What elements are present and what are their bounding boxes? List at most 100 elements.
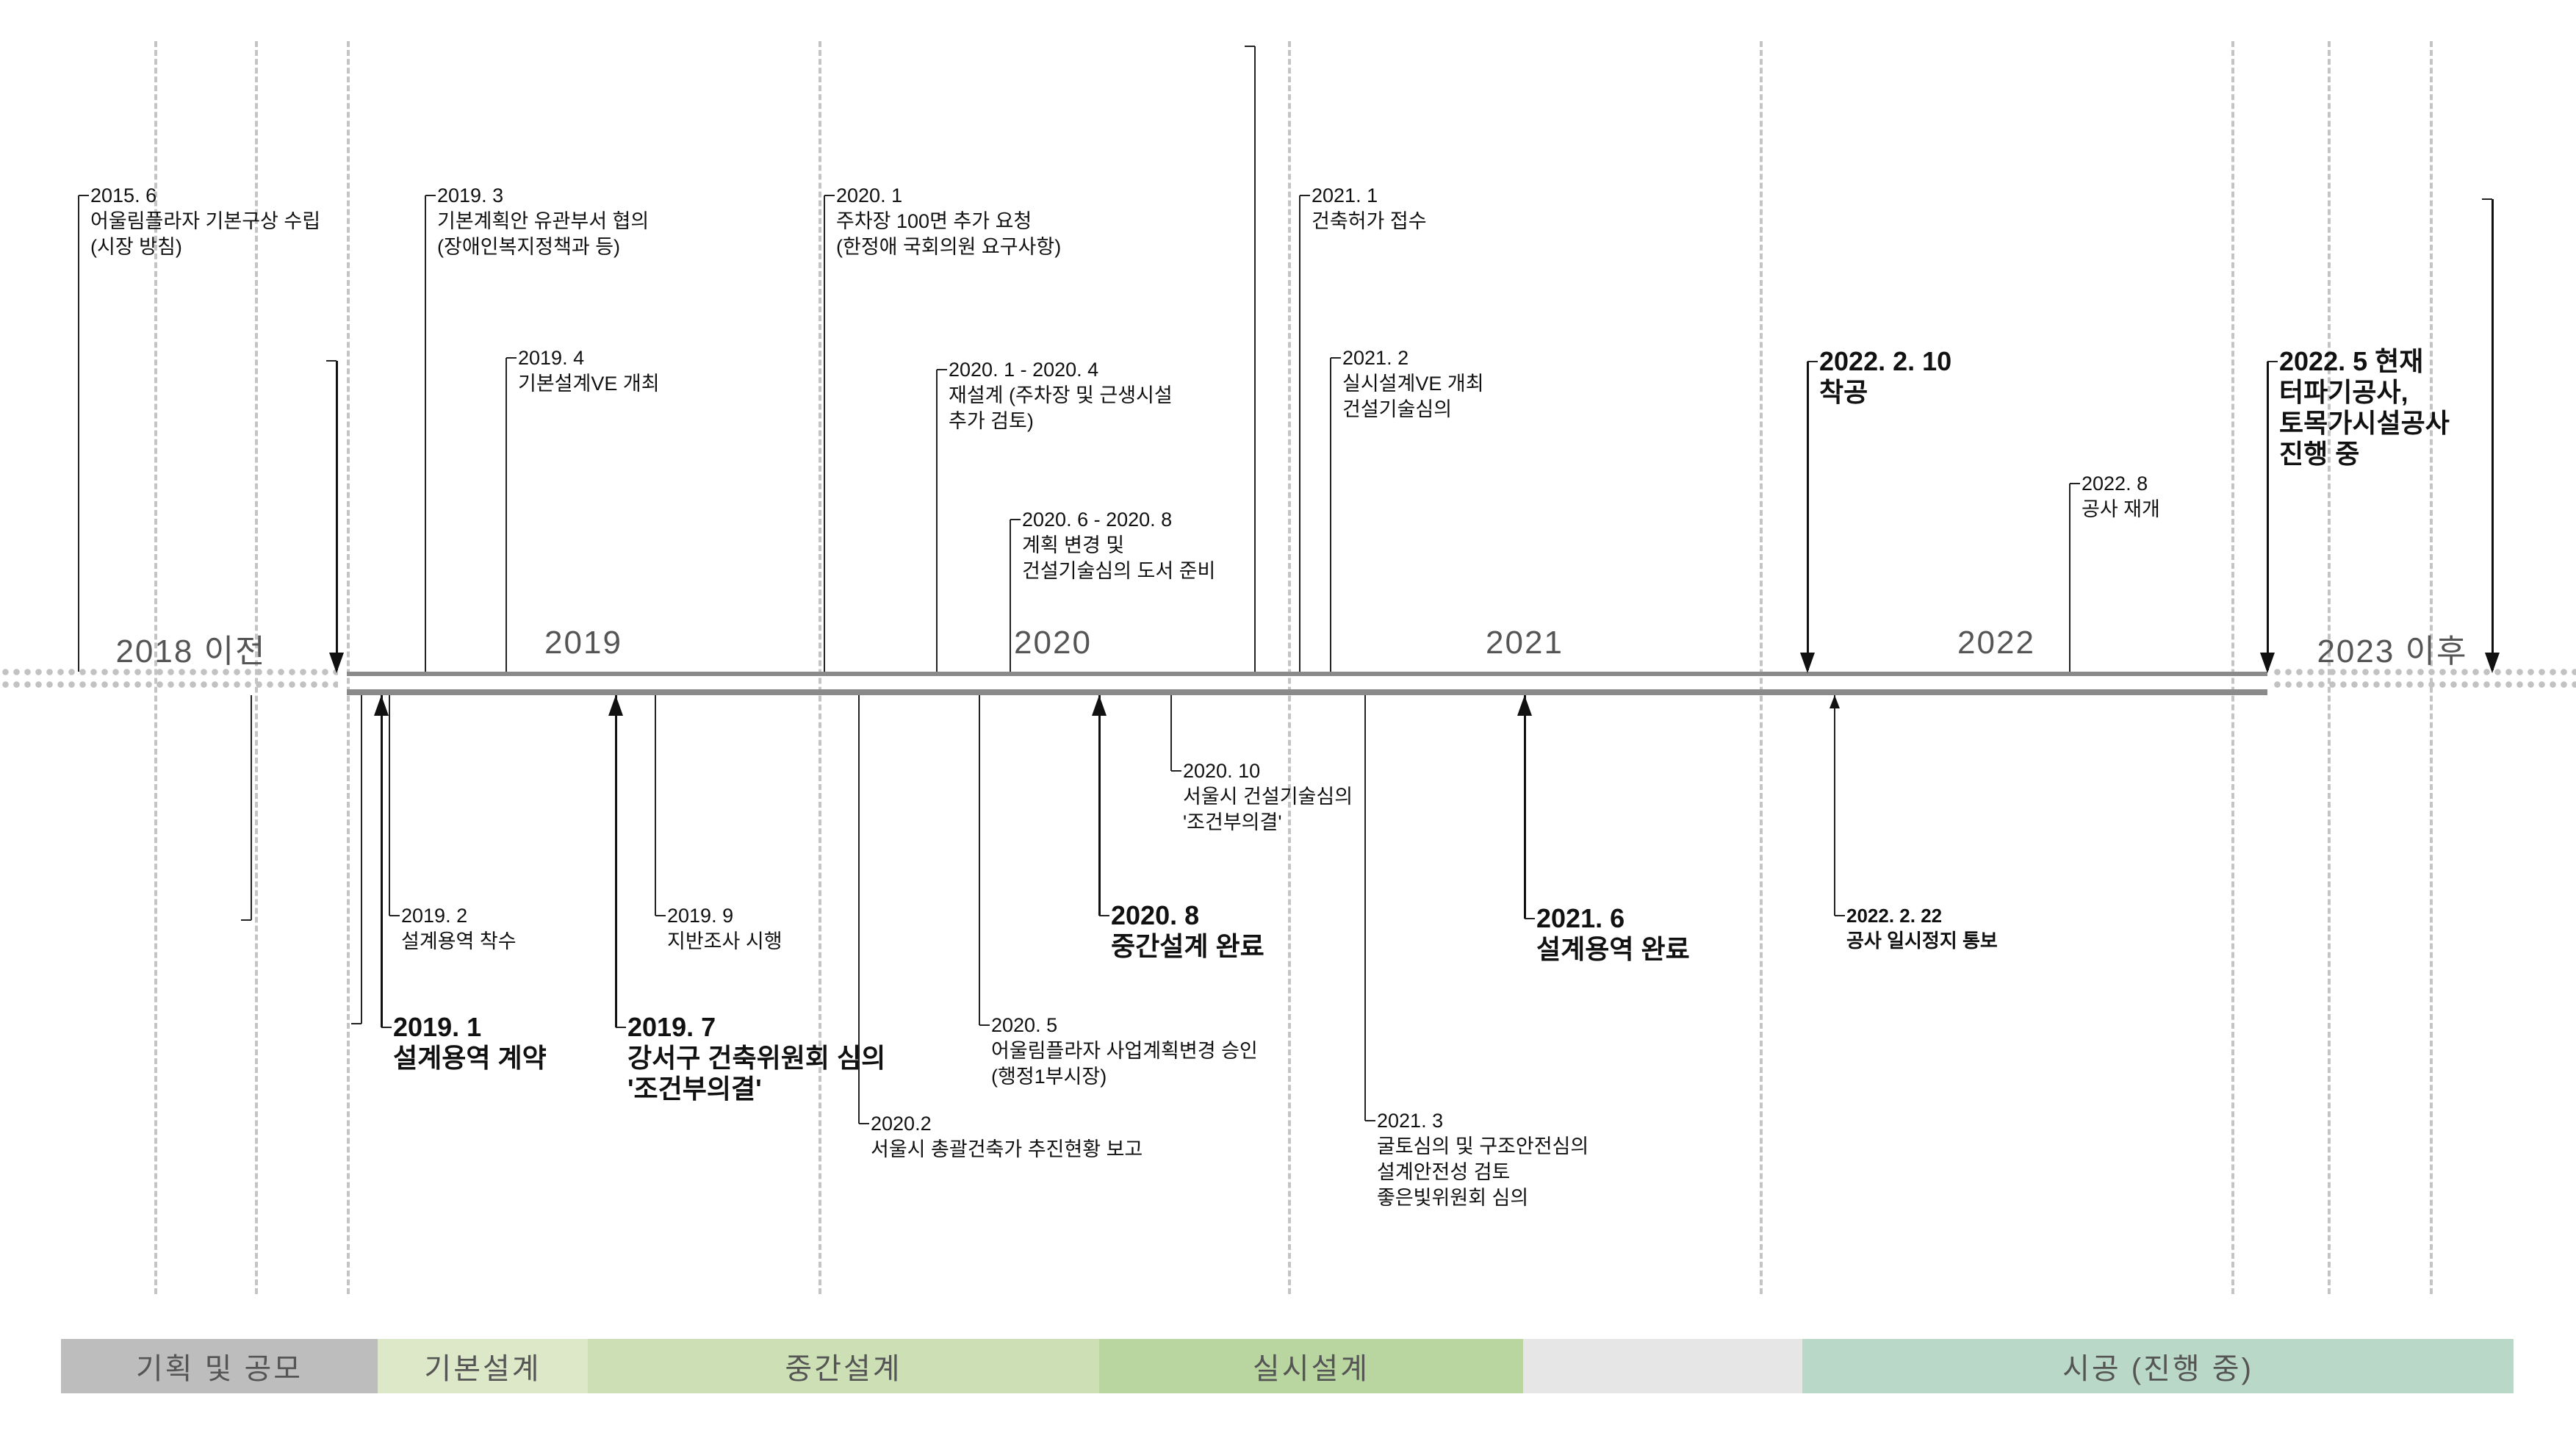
- event-tick: [1807, 361, 1818, 362]
- grid-dashed-line: [819, 41, 821, 1294]
- event-description: 건설기술심의 도서 준비: [1022, 559, 1216, 582]
- year-label-2021: 2021: [1486, 625, 1564, 661]
- event-description: 주차장 100면 추가 요청: [836, 209, 1032, 232]
- event-tick: [1525, 918, 1535, 919]
- phase-construction: 시공 (진행 중): [1802, 1339, 2514, 1393]
- event-connector-line: [1254, 46, 1256, 672]
- event-tick: [1365, 1120, 1375, 1121]
- event-date: 2020. 1: [836, 184, 903, 206]
- event-description: 계획 변경 및: [1022, 534, 1125, 556]
- phase-planning: 기획 및 공모: [61, 1339, 378, 1393]
- arrow-down-icon: [2485, 653, 2500, 673]
- event-description: 어울림플라자 사업계획변경 승인: [991, 1039, 1258, 1062]
- event-connector-line: [824, 195, 825, 672]
- event-description: (장애인복지정책과 등): [437, 235, 621, 258]
- event-description: 설계용역 완료: [1536, 934, 1690, 964]
- year-label-after-2023: 2023 이후: [2317, 633, 2468, 669]
- event-description: 지반조사 시행: [667, 930, 782, 952]
- event-connector-line: [336, 361, 338, 670]
- event-description: 설계안전성 검토: [1377, 1160, 1511, 1183]
- event-description: 굴토심의 및 구조안전심의: [1377, 1135, 1589, 1157]
- phase-design-development: 중간설계: [588, 1339, 1099, 1393]
- event-description: (한정애 국회의원 요구사항): [836, 235, 1062, 258]
- grid-dashed-line: [1760, 41, 1763, 1294]
- event-description: 설계용역 계약: [393, 1043, 547, 1073]
- arrow-up-icon: [1092, 695, 1107, 716]
- grid-dashed-line: [1288, 41, 1291, 1294]
- event-connector-line: [251, 695, 252, 920]
- event-connector-line: [2492, 199, 2494, 670]
- timeline-dotted-after: [2272, 666, 2576, 688]
- event-description: (시장 방침): [90, 235, 182, 258]
- event-description: 실시설계VE 개최: [1342, 372, 1484, 395]
- event-connector-line: [1524, 695, 1526, 919]
- phase-schematic-design: 기본설계: [378, 1339, 588, 1393]
- event-date: 2021. 1: [1312, 184, 1378, 206]
- event-connector-line: [1010, 520, 1011, 672]
- event-tick: [241, 919, 251, 921]
- event-tick: [1300, 195, 1310, 196]
- event-description: 서울시 건설기술심의: [1183, 785, 1353, 808]
- event-date: 2020. 5: [991, 1013, 1058, 1036]
- year-label-2020: 2020: [1014, 625, 1092, 661]
- event-description: 좋은빛위원회 심의: [1377, 1186, 1529, 1209]
- event-connector-line: [381, 695, 383, 1027]
- event-date: 2019. 1: [393, 1012, 482, 1042]
- event-description: 토목가시설공사: [2279, 408, 2450, 438]
- event-date: 2020. 8: [1111, 900, 1200, 930]
- event-date: 2020. 10: [1183, 759, 1261, 782]
- event-date: 2019. 2: [401, 904, 468, 927]
- year-label-2022: 2022: [1957, 625, 2035, 661]
- event-tick: [326, 360, 337, 362]
- event-tick: [616, 1027, 626, 1028]
- event-connector-line: [1834, 695, 1835, 916]
- event-tick: [1835, 915, 1845, 916]
- event-tick: [979, 1024, 990, 1026]
- event-tick: [351, 1023, 361, 1024]
- event-connector-line: [979, 695, 980, 1025]
- arrow-up-icon: [1830, 695, 1840, 708]
- event-date: 2022. 8: [2082, 472, 2148, 495]
- event-tick: [506, 357, 517, 359]
- event-date: 2019. 7: [627, 1012, 716, 1042]
- event-connector-line: [858, 695, 860, 1124]
- event-date: 2020. 1 - 2020. 4: [949, 358, 1099, 381]
- event-tick: [1099, 915, 1109, 916]
- event-description: 터파기공사,: [2279, 377, 2408, 407]
- event-description: '조건부의결': [1183, 811, 1282, 833]
- event-tick: [1010, 519, 1021, 520]
- event-description: 공사 일시정지 통보: [1846, 930, 1998, 952]
- event-description: (행정1부시장): [991, 1065, 1107, 1088]
- event-connector-line: [389, 695, 390, 916]
- event-date: 2019. 4: [518, 346, 585, 369]
- event-description: 중간설계 완료: [1111, 931, 1264, 961]
- event-date: 2021. 2: [1342, 346, 1409, 369]
- event-date: 2022. 5 현재: [2279, 346, 2424, 376]
- event-connector-line: [361, 695, 362, 1024]
- event-date: 2021. 3: [1377, 1109, 1444, 1132]
- arrow-down-icon: [2260, 653, 2275, 673]
- phase-construction-documents: 실시설계: [1099, 1339, 1523, 1393]
- event-connector-line: [425, 195, 426, 672]
- event-tick: [859, 1123, 869, 1124]
- event-tick: [2070, 483, 2080, 484]
- event-description: 착공: [1819, 377, 1868, 407]
- event-connector-line: [1098, 695, 1101, 916]
- event-connector-line: [2267, 362, 2269, 670]
- event-description: 건설기술심의: [1342, 398, 1453, 420]
- arrow-up-icon: [1517, 695, 1532, 716]
- event-description: 강서구 건축위원회 심의: [627, 1043, 886, 1073]
- event-date: 2019. 3: [437, 184, 504, 206]
- event-date: 2021. 6: [1536, 903, 1625, 933]
- event-description: 기본설계VE 개최: [518, 372, 660, 395]
- event-tick: [2267, 361, 2278, 362]
- event-tick: [381, 1027, 392, 1028]
